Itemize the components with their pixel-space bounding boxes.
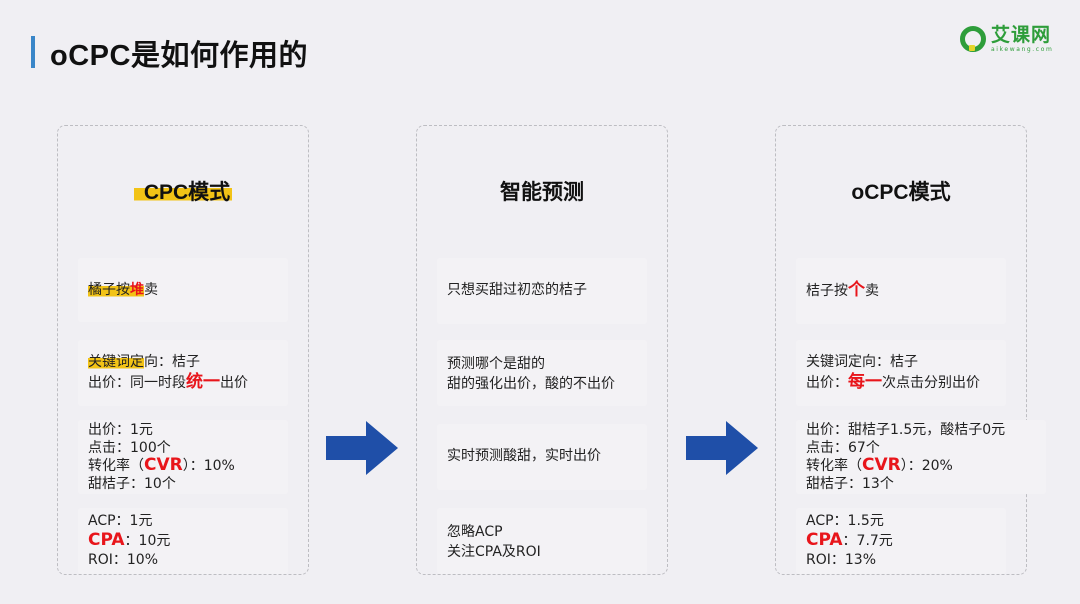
logo-url: aikewang.com bbox=[991, 45, 1054, 53]
card-realtime: 实时预测酸甜，实时出价 bbox=[437, 424, 647, 490]
logo-icon bbox=[960, 26, 986, 52]
page-title: oCPC是如何作用的 bbox=[50, 40, 308, 72]
card-prediction: 预测哪个是甜的 甜的强化出价，酸的不出价 bbox=[437, 340, 647, 406]
card-sale-mode: 橘子按堆卖 bbox=[78, 258, 288, 322]
card-metrics: 出价：甜桔子1.5元，酸桔子0元 点击：67个 转化率（CVR）：20% 甜桔子… bbox=[796, 420, 1046, 494]
card-targeting: 关键词定向：桔子 出价：每一次点击分别出价 bbox=[796, 340, 1006, 406]
panel-ocpc-mode: oCPC模式 桔子按个卖 关键词定向：桔子 出价：每一次点击分别出价 出价：甜桔… bbox=[775, 125, 1046, 575]
card-results: ACP：1.5元 CPA：7.7元 ROI：13% bbox=[796, 508, 1006, 574]
card-results: ACP：1元 CPA：10元 ROI：10% bbox=[78, 508, 288, 574]
card-goal: 只想买甜过初恋的桔子 bbox=[437, 258, 647, 324]
arrow-right-icon bbox=[686, 421, 758, 475]
panel-smart-prediction: 智能预测 只想买甜过初恋的桔子 预测哪个是甜的 甜的强化出价，酸的不出价 实时预… bbox=[416, 125, 668, 575]
card-metrics: 出价：1元 点击：100个 转化率（CVR）：10% 甜桔子：10个 bbox=[78, 420, 288, 494]
card-focus: 忽略ACP 关注CPA及ROI bbox=[437, 508, 647, 574]
logo: 艾课网 aikewang.com bbox=[960, 22, 1070, 56]
panel-title: CPC模式 bbox=[133, 181, 233, 204]
title-accent-bar bbox=[31, 36, 35, 68]
arrow-right-icon bbox=[326, 421, 398, 475]
logo-name: 艾课网 bbox=[991, 23, 1052, 46]
card-targeting: 关键词定关键词定向：桔子向：桔子 出价：同一时段统一出价 bbox=[78, 340, 288, 406]
panel-title: oCPC模式 bbox=[851, 181, 951, 204]
card-sale-mode: 桔子按个卖 bbox=[796, 258, 1006, 324]
panel-cpc-mode: CPC模式 橘子按堆卖 关键词定关键词定向：桔子向：桔子 出价：同一时段统一出价… bbox=[57, 125, 309, 575]
panel-title: 智能预测 bbox=[500, 181, 584, 204]
